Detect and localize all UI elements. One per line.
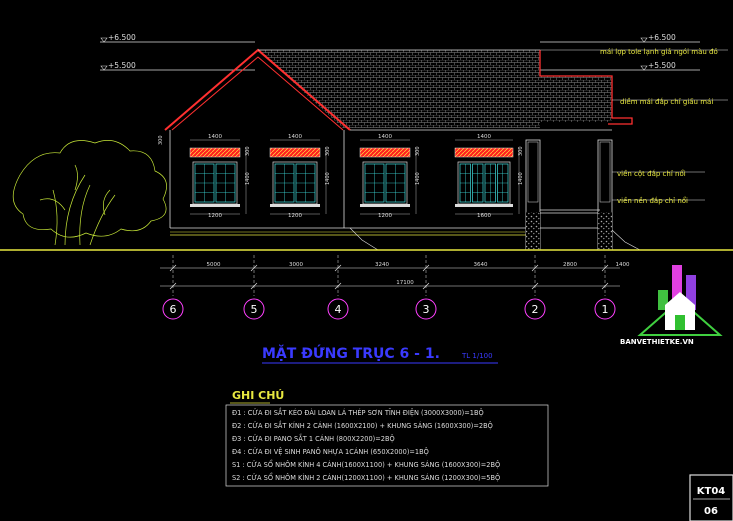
axis-label: 3 bbox=[423, 303, 430, 316]
window-height-label: 1400 bbox=[245, 172, 251, 185]
axis-label: 6 bbox=[170, 303, 177, 316]
axis-label: 4 bbox=[335, 303, 342, 316]
note-line: Đ1 : CỬA ĐI SẮT KÉO ĐÀI LOAN LÁ THÉP SƠN… bbox=[232, 407, 484, 417]
dimension-segment: 3240 bbox=[375, 262, 389, 268]
window-bottom-label: 1600 bbox=[477, 213, 491, 219]
window-sill-label: 300 bbox=[245, 146, 251, 156]
drawing-title: MẶT ĐỨNG TRỤC 6 - 1. TL 1/100 bbox=[262, 344, 498, 364]
annotations: mái lợp tole lạnh giả ngói màu đỏ diềm m… bbox=[540, 48, 728, 205]
dimension-segment: 5000 bbox=[207, 262, 221, 268]
axis-marker bbox=[524, 298, 546, 320]
dimension-segment: 3640 bbox=[474, 262, 488, 268]
dimension-total: 17100 bbox=[396, 280, 414, 286]
walls bbox=[169, 130, 610, 236]
axis-label: 5 bbox=[251, 303, 258, 316]
sheet-badge: KT04 06 bbox=[689, 474, 733, 521]
note-line: Đ4 : CỬA ĐI VỆ SINH PANÔ NHỰA 1CÁNH (650… bbox=[232, 447, 429, 456]
axis-marker bbox=[327, 298, 349, 320]
window-width-label: 1400 bbox=[208, 134, 222, 140]
window-width-label: 1400 bbox=[477, 134, 491, 140]
level-right-top: +6.500 bbox=[648, 33, 676, 42]
note-line: S2 : CỬA SỔ NHÔM KÍNH 2 CÁNH(1200X1100) … bbox=[232, 472, 500, 482]
axis-label: 1 bbox=[602, 303, 609, 316]
sheet-number: 06 bbox=[704, 506, 718, 517]
window-sill-label: 300 bbox=[415, 146, 421, 156]
window-sill-label: 300 bbox=[518, 146, 524, 156]
sheet-code: KT04 bbox=[697, 486, 726, 497]
level-right-bottom: +5.500 bbox=[648, 61, 676, 70]
notes-block: GHI CHÚ Đ1 : CỬA ĐI SẮT KÉO ĐÀI LOAN LÁ … bbox=[225, 389, 549, 487]
note-line: S1 : CỬA SỔ NHÔM KÍNH 4 CÁNH(1600X1100) … bbox=[232, 459, 500, 469]
tree-illustration bbox=[12, 140, 167, 246]
level-markers: +6.500 +5.500 +6.500 +5.500 bbox=[100, 33, 700, 71]
axis-marker bbox=[594, 298, 616, 320]
window-4: 1400 1600 1400 300 bbox=[454, 134, 524, 219]
note-line: Đ2 : CỬA ĐI SẮT KÍNH 2 CÁNH (1600X2100) … bbox=[232, 420, 493, 430]
title-text: MẶT ĐỨNG TRỤC 6 - 1. bbox=[262, 344, 440, 362]
window-bottom-label: 1200 bbox=[378, 213, 392, 219]
window-height-label: 1400 bbox=[415, 172, 421, 185]
axis-marker bbox=[243, 298, 265, 320]
level-left-top: +6.500 bbox=[108, 33, 136, 42]
window-bottom-label: 1200 bbox=[208, 213, 222, 219]
scale-text: TL 1/100 bbox=[461, 352, 493, 360]
roof bbox=[164, 48, 633, 131]
logo-text: BANVETHIETKE.VN bbox=[620, 338, 694, 346]
note-line: Đ3 : CỬA ĐI PANO SẮT 1 CÁNH (800X2200)=2… bbox=[232, 433, 395, 443]
side-height-label: 300 bbox=[158, 135, 164, 145]
window-width-label: 1400 bbox=[378, 134, 392, 140]
axis-marker bbox=[162, 298, 184, 320]
window-height-label: 1400 bbox=[325, 172, 331, 185]
brand-logo: BANVETHIETKE.VN bbox=[620, 265, 723, 346]
window-width-label: 1400 bbox=[288, 134, 302, 140]
annotation-roof: mái lợp tole lạnh giả ngói màu đỏ bbox=[600, 48, 718, 56]
window-1: 1400 1200 1400 300 bbox=[189, 134, 251, 219]
window-sill-label: 300 bbox=[325, 146, 331, 156]
dimension-segment: 3000 bbox=[289, 262, 303, 268]
axis-label: 2 bbox=[532, 303, 539, 316]
level-left-bottom: +5.500 bbox=[108, 61, 136, 70]
window-bottom-label: 1200 bbox=[288, 213, 302, 219]
windows: 1400120014003001400120014003001400120014… bbox=[158, 134, 524, 219]
window-height-label: 1400 bbox=[518, 172, 524, 185]
dimension-segment: 2800 bbox=[563, 262, 577, 268]
dimension-segment: 1400 bbox=[616, 262, 630, 268]
dimension-chain: 5000 3000 3240 3640 2800 1400 17100 6 5 4 3 2 1 bbox=[160, 255, 630, 320]
annotation-column: viền cột đắp chỉ nổi bbox=[617, 169, 686, 178]
window-3: 1400 1200 1400 300 bbox=[359, 134, 421, 219]
notes-heading: GHI CHÚ bbox=[232, 389, 284, 402]
axis-marker bbox=[415, 298, 437, 320]
annotation-eave: diềm mái đắp chỉ giấu mái bbox=[620, 97, 713, 106]
window-2: 1400 1200 1400 300 bbox=[269, 134, 331, 219]
annotation-base: viền nền đắp chỉ nổi bbox=[617, 196, 688, 205]
